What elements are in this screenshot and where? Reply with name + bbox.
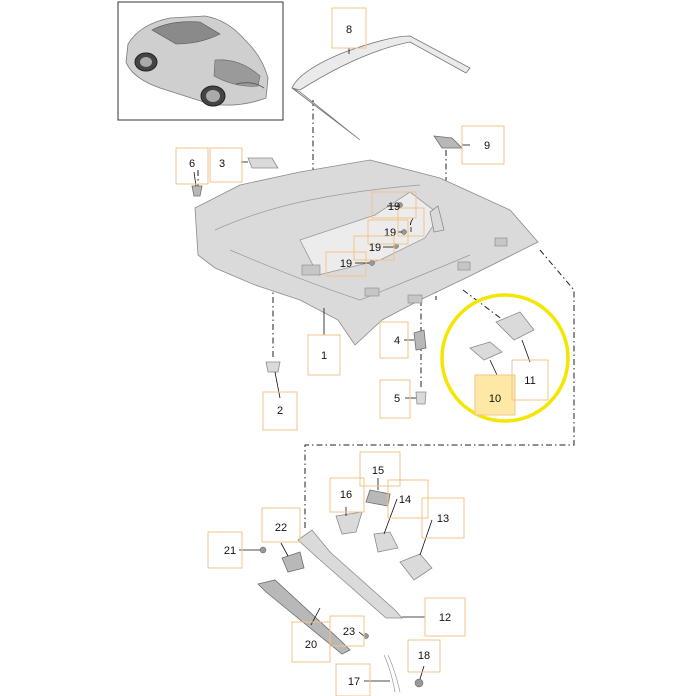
callout-9[interactable]: 9 <box>461 125 505 165</box>
callout-23[interactable]: 23 <box>329 615 365 647</box>
vehicle-thumbnail <box>117 1 284 121</box>
callout-7-label: 7 <box>408 216 414 228</box>
callout-5-label: 5 <box>394 393 400 405</box>
callout-19-upper[interactable]: 19 <box>371 191 417 219</box>
callout-16-label: 16 <box>340 489 352 501</box>
clip-part-5 <box>415 391 427 405</box>
lower-assembly <box>257 489 433 693</box>
callout-3-label: 3 <box>219 158 225 170</box>
callout-15[interactable]: 15 <box>359 451 401 487</box>
callout-2[interactable]: 2 <box>262 391 298 431</box>
roof-seal-part <box>291 35 471 141</box>
callout-18[interactable]: 18 <box>407 639 441 673</box>
callout-14-label: 14 <box>399 494 411 506</box>
callout-6-label: 6 <box>189 158 195 170</box>
bracket-part-4 <box>413 329 427 351</box>
bracket-part-7 <box>429 205 445 233</box>
callout-6[interactable]: 6 <box>175 147 209 185</box>
callout-7[interactable]: 7 <box>397 207 425 237</box>
lamp-part-3 <box>247 157 279 169</box>
clip-part-6 <box>191 185 203 197</box>
callout-19-lower[interactable]: 19 <box>353 235 395 261</box>
clips-10-11 <box>469 311 535 361</box>
callout-2-label: 2 <box>277 405 283 417</box>
callout-17[interactable]: 17 <box>335 663 371 696</box>
callout-20-label: 20 <box>305 639 317 651</box>
callout-11[interactable]: 11 <box>511 359 549 401</box>
callout-19-bottom[interactable]: 19 <box>325 251 367 277</box>
clip-part-2 <box>265 361 281 373</box>
callout-11-label: 11 <box>524 375 535 387</box>
callout-19-bottom-label: 19 <box>340 258 352 270</box>
handle-part-9 <box>433 135 463 149</box>
callout-18-label: 18 <box>418 650 430 662</box>
callout-12[interactable]: 12 <box>424 597 466 637</box>
callout-4-label: 4 <box>394 335 400 347</box>
callout-9-label: 9 <box>484 140 490 152</box>
callout-3[interactable]: 3 <box>209 147 243 183</box>
callout-8[interactable]: 8 <box>331 7 367 49</box>
callout-10[interactable]: 10 <box>474 374 516 416</box>
callout-22-label: 22 <box>275 522 287 534</box>
callout-19-upper-label: 19 <box>388 201 400 213</box>
callout-17-label: 17 <box>348 676 360 688</box>
callout-4[interactable]: 4 <box>379 321 409 359</box>
callout-23-label: 23 <box>343 626 355 638</box>
callout-15-label: 15 <box>372 465 384 477</box>
callout-12-label: 12 <box>439 612 451 624</box>
callout-1-label: 1 <box>321 350 327 362</box>
callout-21[interactable]: 21 <box>207 531 243 569</box>
callout-14[interactable]: 14 <box>387 479 429 519</box>
callout-8-label: 8 <box>346 24 352 36</box>
highlight-circle <box>440 293 570 423</box>
callout-19-lower-label: 19 <box>369 242 381 254</box>
callout-16[interactable]: 16 <box>329 477 365 513</box>
callout-21-label: 21 <box>224 545 236 557</box>
callout-10-label: 10 <box>489 393 501 405</box>
callout-1[interactable]: 1 <box>307 334 341 376</box>
callout-5[interactable]: 5 <box>379 379 411 419</box>
callout-22[interactable]: 22 <box>261 507 301 543</box>
callout-13-label: 13 <box>437 513 449 525</box>
